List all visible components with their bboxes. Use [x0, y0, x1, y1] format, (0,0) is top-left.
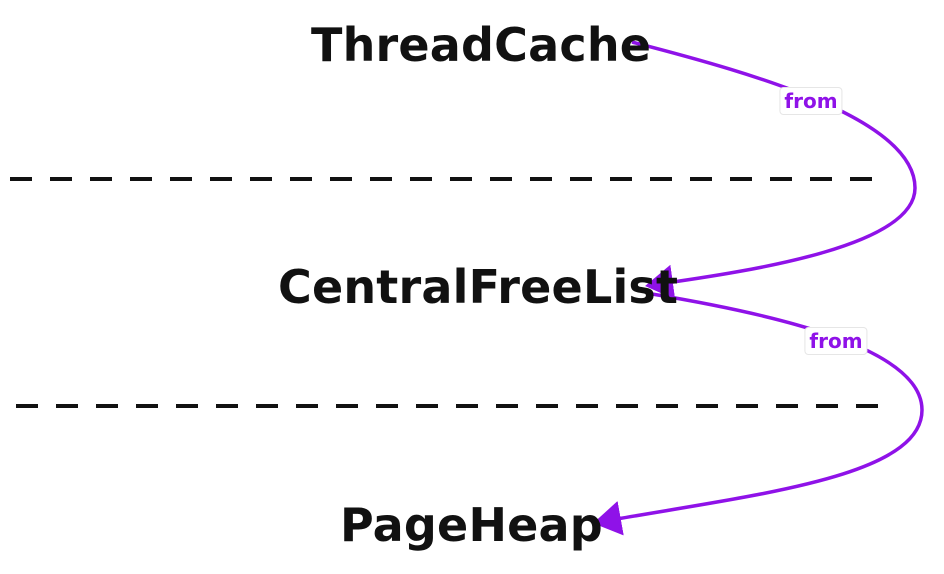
- node-pageheap: PageHeap: [340, 498, 603, 552]
- edge-arrow-centralfreelist-to-pageheap: [593, 292, 924, 536]
- node-centralfreelist: CentralFreeList: [278, 260, 679, 314]
- edge-label-threadcache-to-centralfreelist: from: [779, 87, 843, 115]
- edge-arrow-threadcache-to-centralfreelist: [631, 40, 917, 300]
- node-threadcache: ThreadCache: [311, 18, 652, 72]
- edge-label-centralfreelist-to-pageheap: from: [804, 327, 868, 355]
